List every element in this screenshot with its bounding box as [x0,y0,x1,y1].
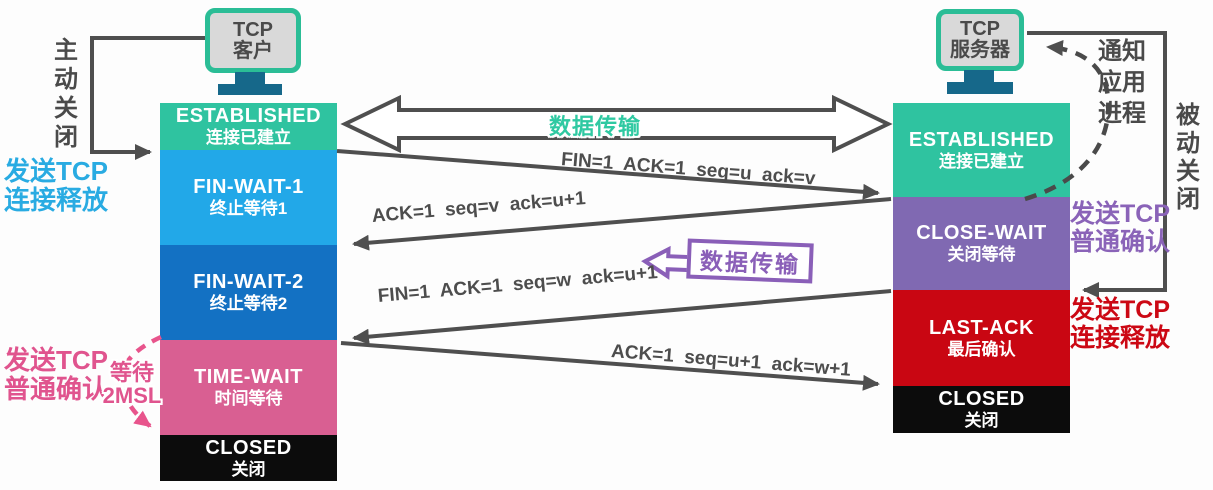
state-name-en: ESTABLISHED [175,105,322,127]
state-name-zh: 连接已建立 [206,128,291,147]
server-state-closed: CLOSED 关闭 [893,386,1070,433]
state-name-en: CLOSED [938,388,1025,410]
client-computer-icon: TCP 客户 [205,8,301,73]
message-label-ack-seq-u1: ACK=1 seq=u+1 ack=w+1 [610,341,852,381]
client-state-closed: CLOSED 关闭 [160,435,337,481]
server-monitor-stand-icon [964,70,994,83]
data-transfer-mid-badge: 数据传输 [686,238,814,284]
client-monitor-base-icon [218,84,282,95]
state-name-en: TIME-WAIT [194,366,303,388]
state-name-en: FIN-WAIT-1 [193,176,304,198]
client-state-fin-wait-1: FIN-WAIT-1 终止等待1 [160,150,337,245]
server-monitor-base-icon [947,82,1013,94]
state-name-en: FIN-WAIT-2 [193,271,304,293]
state-name-zh: 最后确认 [947,339,1016,359]
client-state-fin-wait-2: FIN-WAIT-2 终止等待2 [160,245,337,340]
server-send-ack-label: 发送TCP 普通确认 [1070,200,1171,256]
active-close-label: 主 动 关 闭 [54,37,78,151]
state-name-en: LAST-ACK [928,316,1035,339]
notify-app-label: 通知 应用 进程 [1098,38,1146,127]
message-label-ack-seq-v: ACK=1 seq=v ack=u+1 [371,188,587,227]
client-state-established: ESTABLISHED 连接已建立 [160,103,337,150]
client-send-release-label: 发送TCP 连接释放 [4,156,109,215]
state-name-zh: 关闭 [964,411,999,430]
state-name-en: ESTABLISHED [908,128,1055,151]
server-state-close-wait: CLOSE-WAIT 关闭等待 [893,197,1070,290]
data-transfer-mid-label: 数据传输 [699,248,801,278]
state-name-zh: 关闭等待 [947,245,1016,264]
state-name-en: CLOSE-WAIT [916,222,1047,244]
server-state-last-ack: LAST-ACK 最后确认 [893,290,1070,386]
state-name-zh: 终止等待2 [209,294,288,313]
state-name-zh: 终止等待1 [209,199,288,218]
wait-2msl-label: 等待 2MSL [102,360,162,408]
message-label-fin-seq-w: FIN=1 ACK=1 seq=w ack=u+1 [377,262,659,307]
client-send-ack-label: 发送TCP 普通确认 [4,345,109,404]
state-name-zh: 时间等待 [214,389,283,408]
state-name-zh: 连接已建立 [939,151,1024,171]
message-label-fin-seq-u: FIN=1 ACK=1 seq=u ack=v [560,149,817,190]
client-state-time-wait: TIME-WAIT 时间等待 [160,340,337,435]
client-monitor-stand-icon [235,72,265,85]
server-state-established: ESTABLISHED 连接已建立 [893,103,1070,197]
server-device-label: TCP 服务器 [950,18,1010,61]
passive-close-label: 被 动 关 闭 [1176,102,1200,213]
server-send-release-label: 发送TCP 连接释放 [1070,296,1171,352]
server-computer-icon: TCP 服务器 [936,9,1024,71]
client-device-label: TCP 客户 [233,18,273,62]
state-name-zh: 关闭 [231,459,266,479]
state-name-en: CLOSED [205,436,292,459]
data-transfer-top-label: 数据传输 [549,114,642,139]
